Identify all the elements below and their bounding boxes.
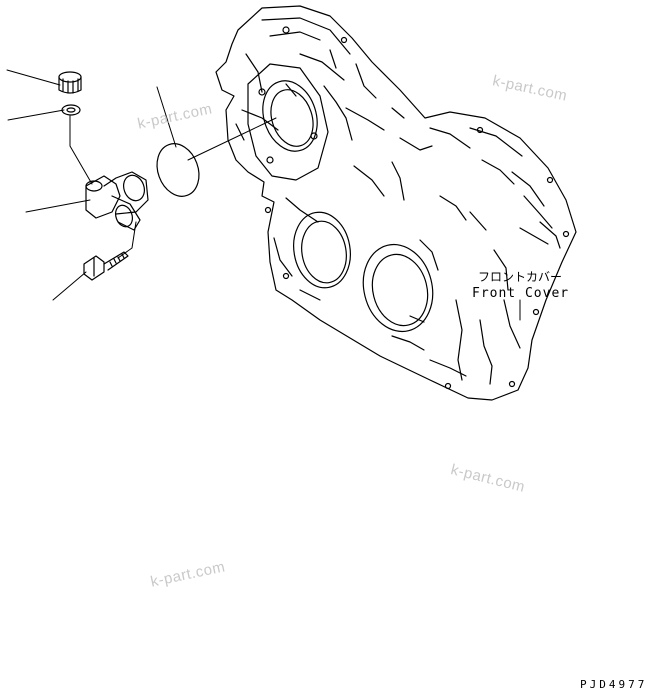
- drawing-code: PJD4977: [580, 678, 648, 691]
- gasket-plate: [156, 143, 200, 197]
- front-cover: [215, 5, 577, 401]
- cap: [58, 71, 82, 94]
- filler-elbow: [85, 171, 149, 231]
- washer: [61, 104, 81, 116]
- leader-lines: [6, 69, 521, 321]
- front-cover-label-en: Front Cover: [472, 286, 570, 301]
- front-cover-label-jp: フロントカバー: [478, 270, 563, 284]
- bolt: [83, 251, 129, 281]
